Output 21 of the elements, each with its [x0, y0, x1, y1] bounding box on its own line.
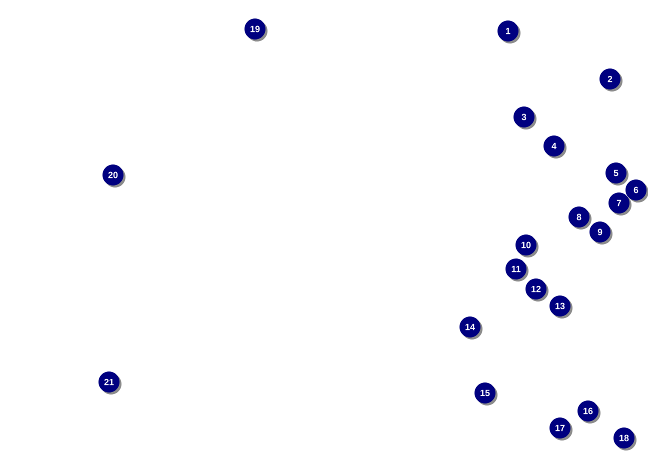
callout-number: 17 — [550, 418, 572, 440]
callout-number: 15 — [474, 382, 498, 406]
callout-number: 16 — [578, 400, 600, 424]
callout-number: 8 — [568, 206, 592, 230]
callout-number: 6 — [626, 180, 648, 202]
callout-number: 10 — [516, 234, 538, 258]
callout-number: 11 — [506, 258, 528, 282]
callout-number: 9 — [590, 222, 612, 244]
callout-number: 14 — [460, 316, 482, 340]
callout-number: 4 — [544, 136, 566, 158]
callout-number: 13 — [550, 296, 572, 318]
callout-number: 7 — [608, 192, 632, 216]
callout-number: 20 — [102, 164, 126, 188]
callout-number: 3 — [514, 106, 536, 130]
callout-number: 1 — [498, 20, 520, 44]
callout-number: 12 — [526, 278, 548, 302]
callout-number: 18 — [614, 428, 636, 450]
callout-number: 19 — [244, 18, 268, 42]
callout-number: 2 — [600, 68, 622, 92]
callout-number: 21 — [98, 372, 122, 394]
callout-number: 5 — [606, 162, 628, 186]
